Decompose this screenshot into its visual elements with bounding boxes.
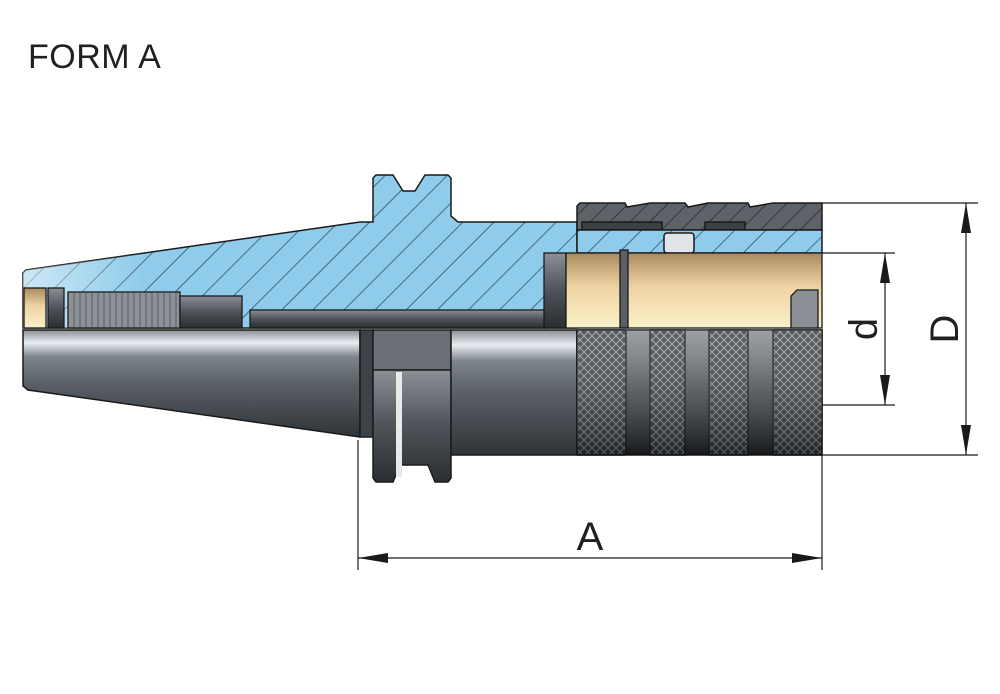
dimension-label-d: d [842,318,886,340]
bore [23,249,823,329]
dimension-lines [357,202,978,570]
dimension-label-D: D [923,315,967,344]
dimension-label-A: A [577,515,604,559]
form-title: FORM A [28,38,162,76]
holder-exterior [22,329,823,483]
